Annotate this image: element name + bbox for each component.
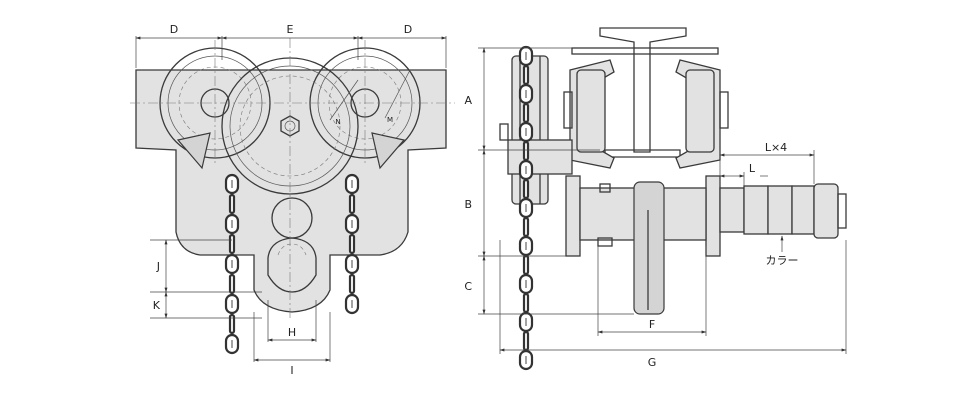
dim-label-l-times-4: L×4 [765, 141, 787, 154]
chain-link [522, 102, 530, 124]
dim-label-g: G [648, 356, 657, 369]
chain-link [522, 292, 530, 314]
dim-label-h: H [288, 326, 296, 339]
dim-label-a: A [464, 94, 472, 107]
chain-link [522, 254, 530, 276]
chain-link [522, 216, 530, 238]
chain-link [228, 273, 236, 295]
right-hand-chain [344, 173, 360, 315]
left-hand-chain [224, 173, 240, 355]
chain-link [522, 178, 530, 200]
chain-link [522, 64, 530, 86]
chain-link [228, 313, 236, 335]
i-beam-rail [599, 27, 687, 153]
wheel-mark-n: N [335, 118, 340, 126]
hook-suspension-lug [633, 181, 665, 315]
dim-label-f: F [649, 318, 655, 331]
dim-label-k: K [153, 299, 161, 312]
dim-label-e: E [287, 23, 294, 36]
chain-link [348, 193, 356, 215]
collar-spacers [719, 185, 815, 235]
dim-label-i: I [290, 364, 293, 377]
dim-label-j: J [156, 260, 160, 273]
front-view: D E D H I J K N M [130, 23, 455, 377]
chain-link [348, 233, 356, 255]
chain-link [348, 273, 356, 295]
dim-label-b: B [464, 198, 472, 211]
chain-link [228, 233, 236, 255]
dim-label-d-right: D [404, 23, 412, 36]
front-frame-plate [135, 69, 447, 313]
dim-label-c: C [464, 280, 472, 293]
chain-link [522, 330, 530, 352]
wheel-mark-m: M [387, 116, 393, 124]
end-nut [813, 183, 839, 239]
side-hand-chain [518, 45, 534, 371]
dim-label-l: L [749, 162, 756, 175]
chain-link [522, 140, 530, 162]
collar-label: カラー [766, 254, 799, 267]
chain-link [228, 193, 236, 215]
side-view: A B C F G L×4 L カラー [464, 27, 847, 371]
dim-label-d-left: D [170, 23, 178, 36]
